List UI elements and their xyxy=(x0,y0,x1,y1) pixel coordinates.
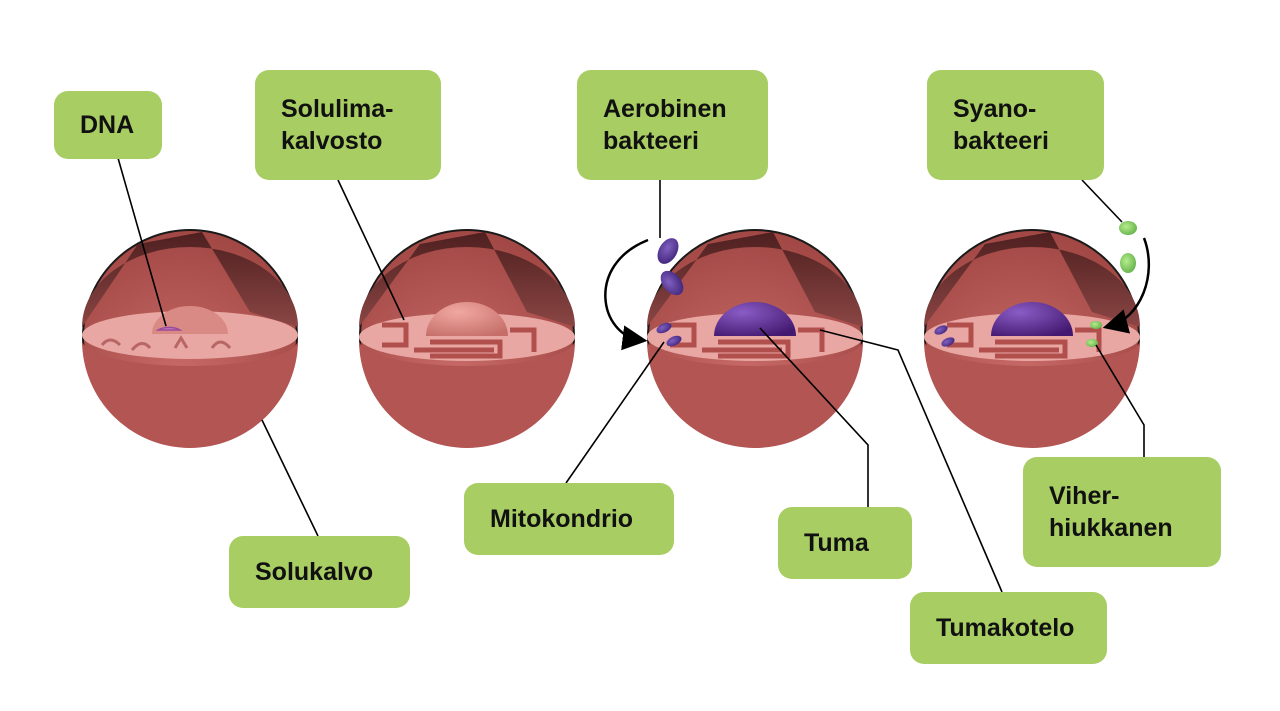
leader-er xyxy=(337,179,405,321)
label-dna: DNA xyxy=(54,91,162,159)
label-cyanobacteria: Syano- bakteeri xyxy=(927,70,1104,180)
label-nuclear-envelope: Tumakotelo xyxy=(910,592,1107,664)
leader-lines xyxy=(117,157,1145,593)
label-chloroplast: Viher- hiukkanen xyxy=(1023,457,1221,567)
arrow-cyanobacteria-into-cell xyxy=(1102,237,1150,334)
label-nucleus: Tuma xyxy=(778,507,912,579)
cell-4 xyxy=(924,229,1140,448)
label-cell-membrane: Solukalvo xyxy=(229,536,410,608)
leader-dna xyxy=(117,157,167,327)
leader-mitochondrion xyxy=(565,341,665,484)
leader-nucleus xyxy=(759,327,869,507)
label-er: Solulima- kalvosto xyxy=(255,70,441,180)
cell-3 xyxy=(647,229,863,448)
leader-solukalvo xyxy=(261,419,319,537)
cell-2 xyxy=(359,229,575,448)
free-aerobic-bacteria xyxy=(657,238,684,296)
arrow-bacteria-into-cell xyxy=(604,238,649,351)
cell-1 xyxy=(82,229,298,448)
label-mitochondrion: Mitokondrio xyxy=(464,483,674,555)
leader-nuclear-envelope xyxy=(819,329,1003,593)
free-cyanobacteria xyxy=(1119,221,1137,273)
leader-cyano xyxy=(1081,179,1123,223)
label-aerobic-bacteria: Aerobinen bakteeri xyxy=(577,70,768,180)
leader-chloroplast xyxy=(1095,344,1145,457)
